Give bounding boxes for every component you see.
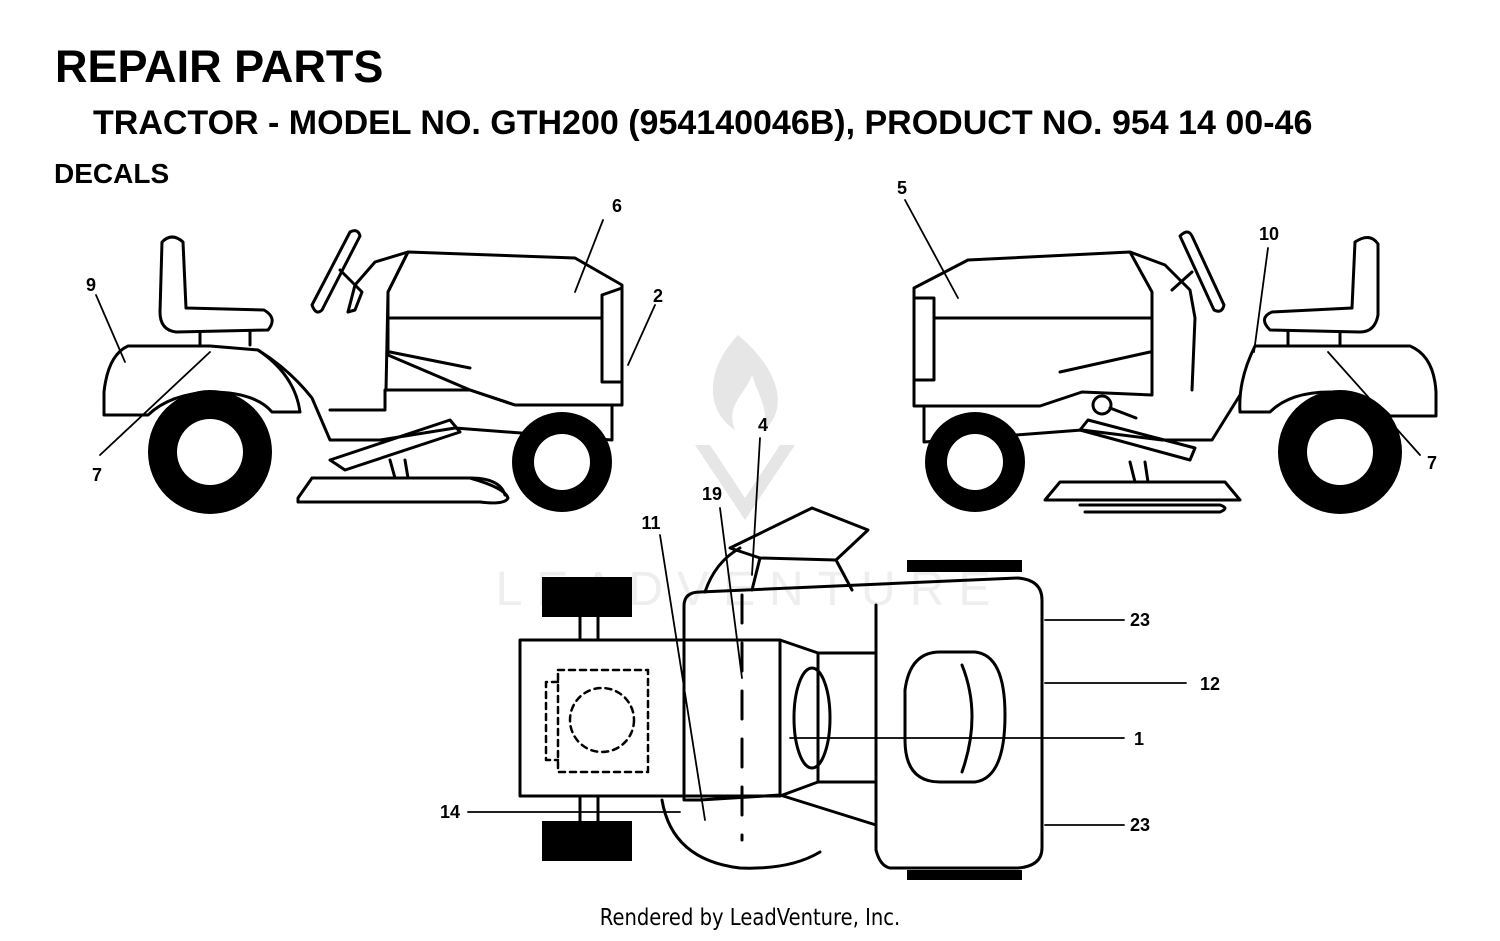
callout-5: 5: [897, 178, 907, 198]
steering-wheel-right: [1178, 230, 1226, 313]
seat-top: [903, 650, 1007, 784]
seat-left: [158, 235, 274, 334]
mower-deck-left: [296, 476, 510, 505]
seat-right: [1263, 236, 1380, 334]
rear-fender-left: [102, 344, 302, 417]
tractor-right-side-view: [912, 230, 1438, 514]
leader-lines: [95, 199, 1421, 826]
body-frame-top: [682, 576, 1044, 870]
front-tire-top-upper: [542, 577, 632, 617]
callout-9: 9: [86, 275, 96, 295]
page-subtitle: TRACTOR - MODEL NO. GTH200 (954140046B),…: [93, 104, 1313, 142]
page-title: REPAIR PARTS: [55, 41, 384, 92]
steering-wheel-left: [310, 229, 362, 314]
rear-tire-top-lower: [907, 870, 1022, 880]
callout-labels: 6 2 9 7 5 10 7 4 19 11 14 23 12 1 23: [86, 178, 1437, 835]
footer-credit: Rendered by LeadVenture, Inc.: [599, 905, 901, 931]
callout-4: 4: [758, 415, 768, 435]
callout-14: 14: [440, 802, 460, 822]
mower-deck-right: [1043, 480, 1242, 502]
front-tire-top-lower: [542, 821, 632, 861]
callout-23-top: 23: [1130, 610, 1150, 630]
callout-11: 11: [641, 513, 660, 533]
discharge-chute: [728, 506, 870, 562]
callout-10: 10: [1259, 224, 1279, 244]
callout-1: 1: [1134, 729, 1144, 749]
hood-right: [912, 250, 1154, 408]
callout-2: 2: [653, 286, 663, 306]
engine-hood-top: [518, 638, 782, 798]
callout-23-bottom: 23: [1130, 815, 1150, 835]
section-heading: DECALS: [54, 158, 170, 189]
callout-7-left: 7: [92, 465, 102, 485]
callout-7-right: 7: [1427, 453, 1437, 473]
hood-left: [386, 250, 624, 407]
callout-6: 6: [612, 196, 622, 216]
rear-tire-top-upper: [907, 560, 1022, 572]
callout-12: 12: [1200, 674, 1220, 694]
callout-19: 19: [702, 484, 722, 504]
tractor-top-view: [518, 506, 1044, 880]
tractor-left-side-view: [102, 229, 624, 514]
